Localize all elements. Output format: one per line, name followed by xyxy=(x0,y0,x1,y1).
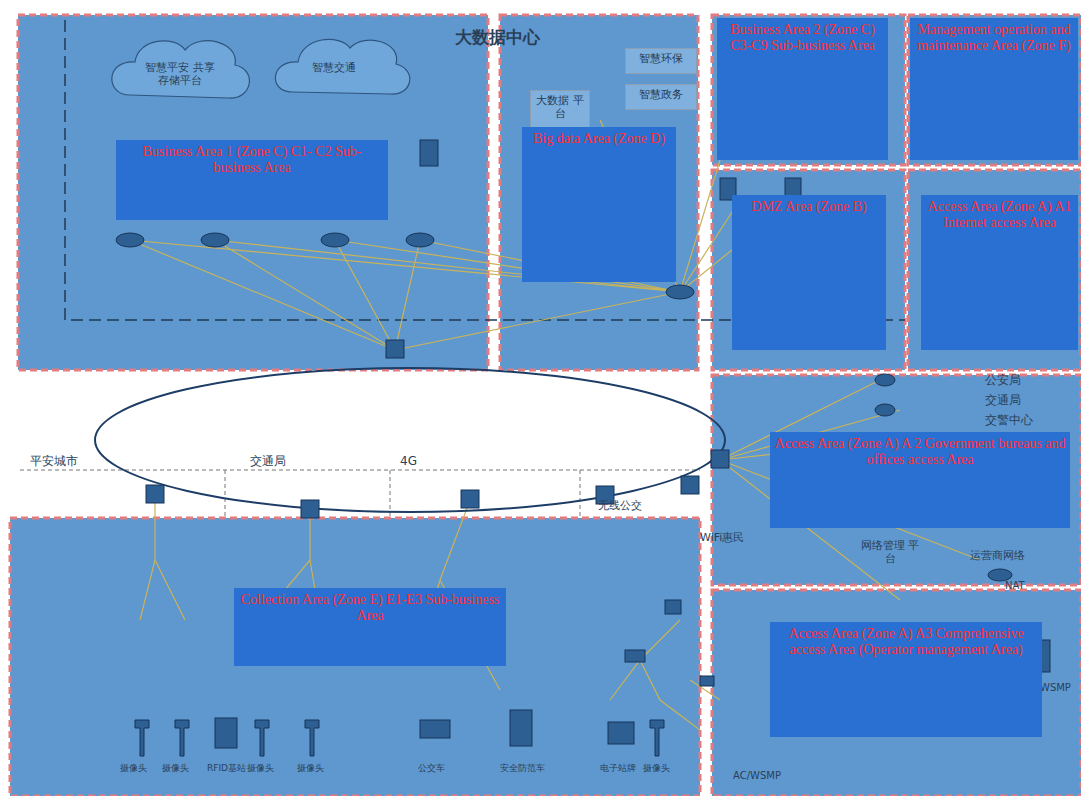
device-label: 电子站牌 xyxy=(600,763,636,773)
zone-label: Business Area 1 (Zone C) C1- C2 Sub-busi… xyxy=(120,144,384,176)
zone-region xyxy=(712,375,1081,585)
zone-region xyxy=(712,590,1081,796)
zone-overlay: Collection Area (Zone E) E1-E3 Sub-busin… xyxy=(234,588,506,666)
zone-region xyxy=(18,15,488,370)
section-name: 无线公交 xyxy=(598,500,642,513)
device-name: WSMP xyxy=(1040,682,1071,694)
device-label: 公交车 xyxy=(418,763,445,773)
zone-label: 智慧环保 xyxy=(630,52,692,65)
zone-region xyxy=(500,15,698,370)
zone-label: Business Area 2 (Zone C) C3-C9 Sub-busin… xyxy=(721,22,884,54)
device-name: NAT xyxy=(1005,580,1025,592)
section-name: 交通局 xyxy=(250,455,286,469)
zone-region xyxy=(10,518,700,796)
cloud-label: 智慧平安 共享存储平台 xyxy=(140,62,220,87)
zone-overlay: Big data Area (Zone D) xyxy=(522,127,676,282)
device-label: 摄像头 xyxy=(297,763,324,773)
zone-region xyxy=(908,15,1081,165)
device-label: 安全防范车 xyxy=(500,763,545,773)
zone-label: Access Area (Zone A) A 2 Government bure… xyxy=(774,436,1066,468)
platform-box: 智慧环保 xyxy=(625,48,697,74)
zone-label: 智慧政务 xyxy=(630,88,692,101)
zone-overlay: DMZ Area (Zone B) xyxy=(732,195,886,350)
cloud-shape xyxy=(112,39,410,98)
zone-overlay: Management operation and maintenance Are… xyxy=(910,18,1078,160)
zone-region xyxy=(712,170,905,370)
zone-region xyxy=(712,15,905,165)
section-name: 平安城市 xyxy=(30,455,78,469)
zone-overlay: Access Area (Zone A) A3 Comprehensive ac… xyxy=(770,622,1042,737)
backbone-ring xyxy=(95,368,725,512)
datacenter-title: 大数据中心 xyxy=(455,28,540,48)
zone-label: Access Area (Zone A) A1 Internet access … xyxy=(925,199,1074,231)
zone-label: Collection Area (Zone E) E1-E3 Sub-busin… xyxy=(238,592,502,624)
device-label: 摄像头 xyxy=(162,763,189,773)
platform-box: 大数据 平台 xyxy=(530,90,590,130)
device-label: 摄像头 xyxy=(643,763,670,773)
zone-label: 大数据 平台 xyxy=(535,94,585,120)
platform-box: 智慧政务 xyxy=(625,84,697,110)
section-name: 4G xyxy=(400,455,417,469)
zone-label: DMZ Area (Zone B) xyxy=(736,199,882,215)
section-name: WiFi惠民 xyxy=(700,532,744,545)
zone-label: Access Area (Zone A) A3 Comprehensive ac… xyxy=(774,626,1038,658)
device-label: RFID基站 xyxy=(207,763,246,773)
bureau-name: 交警中心 xyxy=(985,414,1033,428)
zone-overlay: Access Area (Zone A) A1 Internet access … xyxy=(921,195,1078,350)
device-name: AC/WSMP xyxy=(733,770,781,782)
bureau-name: 公安局 xyxy=(985,374,1021,388)
camera-icon xyxy=(135,710,664,756)
network-name: 运营商网络 xyxy=(970,550,1025,563)
device-label: 摄像头 xyxy=(120,763,147,773)
cloud-label: 智慧交通 xyxy=(312,62,356,75)
bureau-name: 交通局 xyxy=(985,394,1021,408)
zone-label: Big data Area (Zone D) xyxy=(526,131,672,147)
zone-overlay: Business Area 2 (Zone C) C3-C9 Sub-busin… xyxy=(717,18,888,160)
zone-label: Management operation and maintenance Are… xyxy=(914,22,1074,54)
device-label: 摄像头 xyxy=(247,763,274,773)
platform-name: 网络管理 平台 xyxy=(860,540,920,565)
zone-overlay: Access Area (Zone A) A 2 Government bure… xyxy=(770,432,1070,528)
zone-overlay: Business Area 1 (Zone C) C1- C2 Sub-busi… xyxy=(116,140,388,220)
zone-region xyxy=(908,170,1081,370)
